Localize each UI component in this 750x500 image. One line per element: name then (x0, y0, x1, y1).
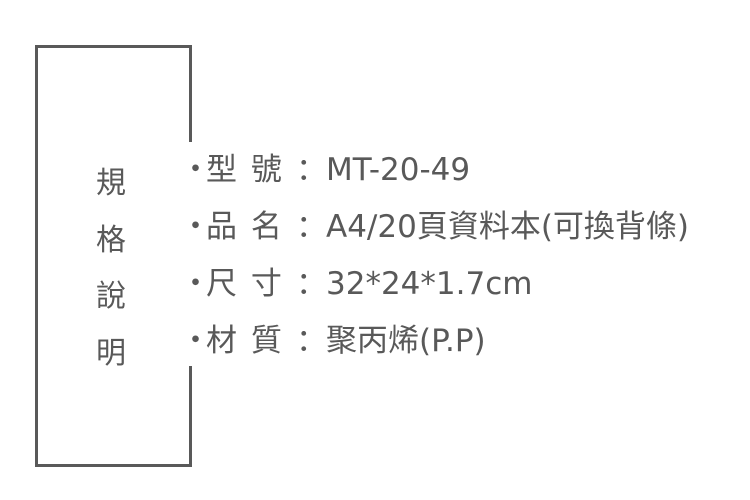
colon: ： (296, 323, 327, 359)
spec-label: 品 名 (206, 209, 284, 245)
spec-label: 型 號 (206, 152, 284, 188)
spec-list: ・ 型 號 ： MT-20-49 ・ 品 名 ： A4/20頁資料本(可換背條)… (180, 150, 689, 378)
title-char: 說 (96, 279, 126, 314)
spec-label: 材 質 (206, 323, 284, 359)
frame-top (35, 45, 192, 48)
bullet: ・ (180, 209, 211, 245)
spec-row-size: ・ 尺 寸 ： 32*24*1.7cm (180, 264, 689, 321)
bullet: ・ (180, 152, 211, 188)
title-char: 規 (96, 166, 126, 201)
title-char: 明 (96, 335, 126, 371)
title-char: 格 (96, 222, 126, 258)
frame-left (35, 45, 38, 467)
frame-right-bottom (189, 366, 192, 467)
bullet: ・ (180, 323, 211, 359)
spec-value: MT-20-49 (326, 152, 471, 188)
bullet: ・ (180, 266, 211, 302)
colon: ： (296, 152, 327, 188)
colon: ： (296, 209, 327, 245)
frame-right-top (189, 45, 192, 142)
section-title: 規 格 說 明 (93, 156, 129, 382)
colon: ： (296, 266, 327, 302)
spec-value: A4/20頁資料本(可換背條) (326, 209, 690, 245)
spec-label: 尺 寸 (206, 266, 284, 302)
spec-value: 聚丙烯(P.P) (326, 323, 486, 359)
frame-bottom (35, 464, 192, 467)
spec-row-name: ・ 品 名 ： A4/20頁資料本(可換背條) (180, 207, 689, 264)
spec-row-model: ・ 型 號 ： MT-20-49 (180, 150, 689, 207)
spec-row-material: ・ 材 質 ： 聚丙烯(P.P) (180, 321, 689, 378)
spec-value: 32*24*1.7cm (326, 266, 533, 302)
